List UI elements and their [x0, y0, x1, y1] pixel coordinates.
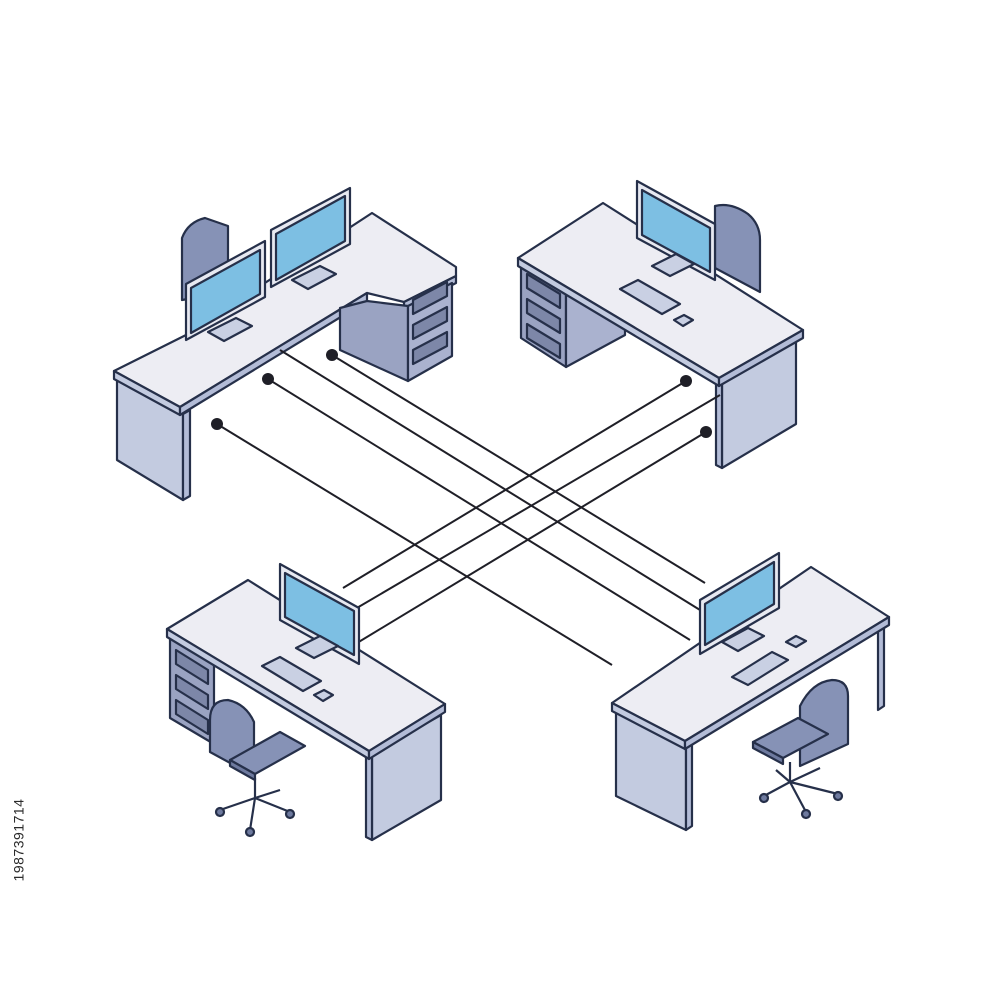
chair-icon: [208, 698, 307, 838]
chair-icon: [713, 203, 762, 294]
connection-node: [211, 418, 223, 430]
monitor-icon: [698, 551, 781, 656]
mouse-icon: [312, 688, 335, 703]
connection-node: [262, 373, 274, 385]
workstation-bottom-left: [165, 562, 447, 842]
drawer-cabinet: [168, 636, 216, 746]
workstation-top-right: [516, 179, 805, 470]
workstation-top-left: [112, 186, 458, 502]
drawer-cabinet: [338, 280, 454, 383]
chair-icon: [751, 678, 850, 820]
keyboard-icon: [260, 655, 323, 693]
monitor-icon: [635, 179, 717, 282]
connection-node: [700, 426, 712, 438]
network-cables: [211, 349, 721, 666]
workstation-bottom-right: [610, 551, 891, 832]
mouse-icon: [672, 313, 695, 328]
image-id-label: 1987391714: [9, 760, 27, 920]
mouse-icon: [784, 634, 808, 649]
image-id-text: 1987391714: [10, 798, 26, 882]
monitor-icon: [278, 562, 361, 666]
monitor-icon: [184, 239, 267, 343]
keyboard-icon: [730, 650, 790, 687]
monitor-icon: [269, 186, 352, 291]
connection-node: [326, 349, 338, 361]
keyboard-icon: [618, 278, 682, 316]
connection-node: [680, 375, 692, 387]
